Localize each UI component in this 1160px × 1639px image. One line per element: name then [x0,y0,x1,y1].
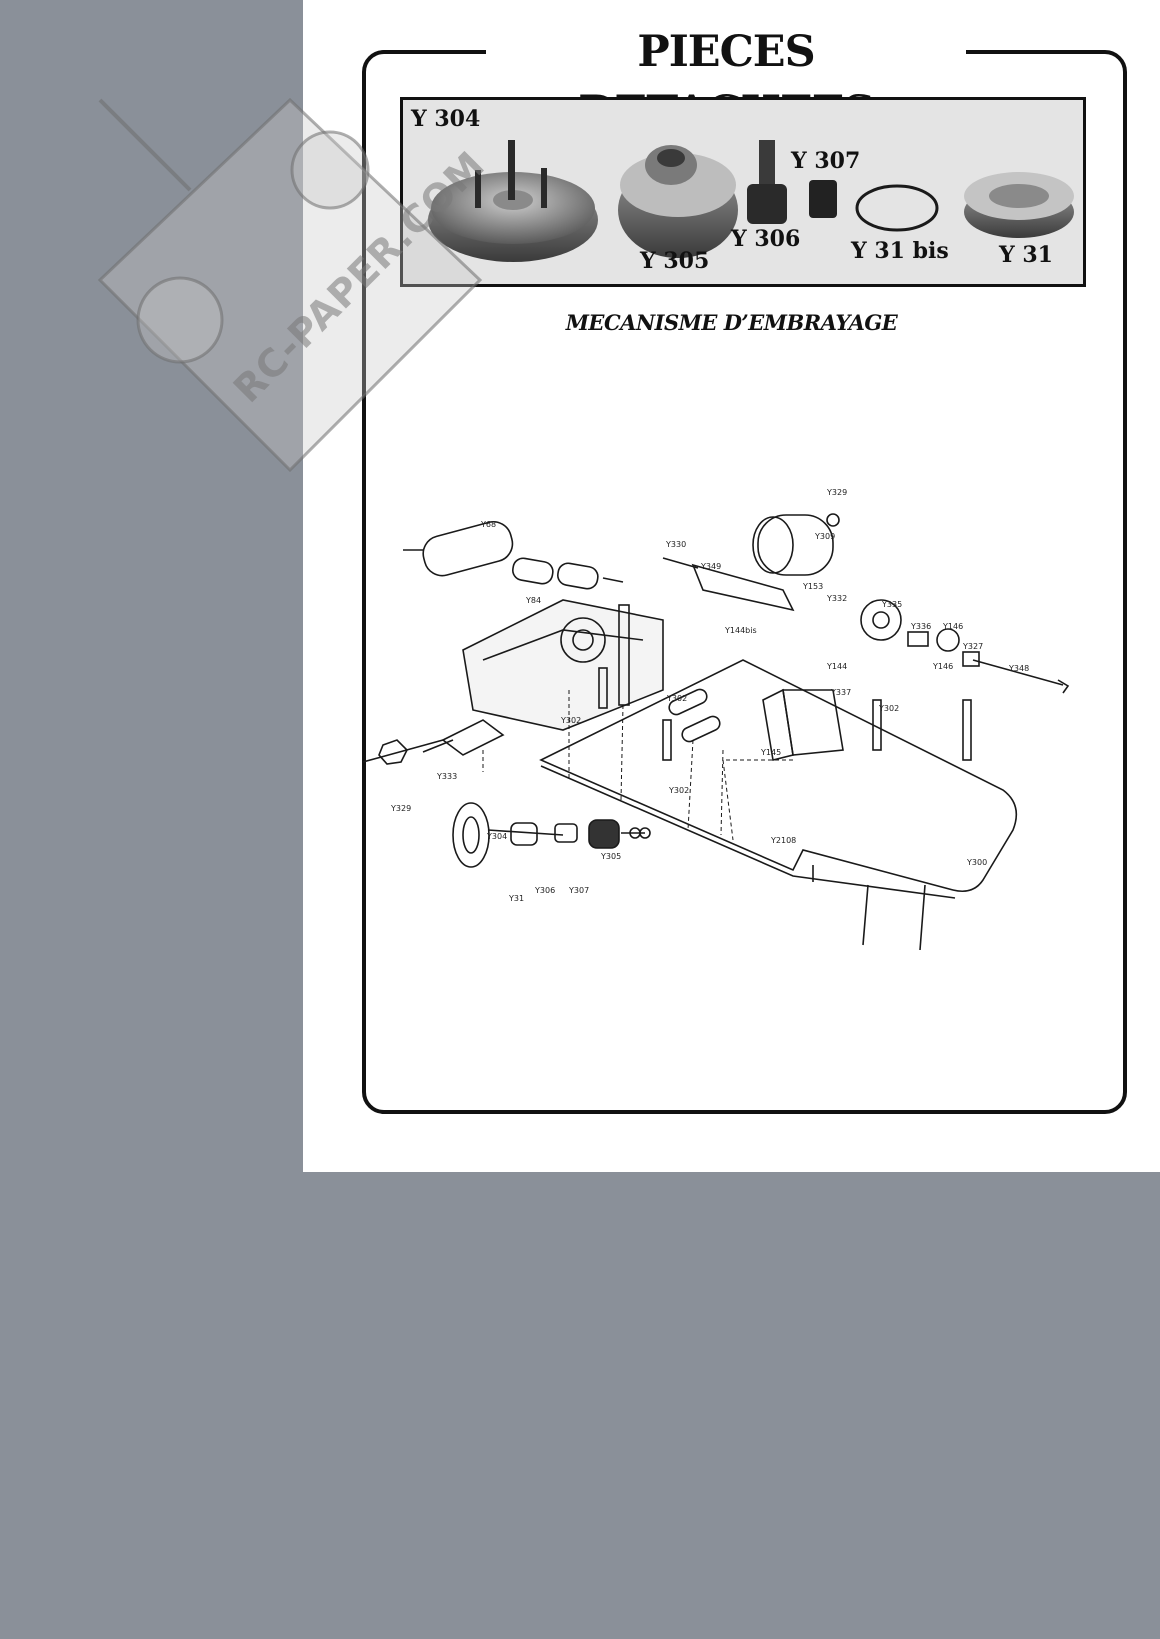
exploded-chassis-diagram: Y329 Y309 Y68 Y330 Y349 Y153 Y332 Y335 Y… [362,488,1103,1015]
callout-y145: Y145 [761,748,782,757]
label-y307: Y 307 [791,148,861,174]
callout-y329-bottom: Y329 [391,804,412,813]
callout-y329-top: Y329 [827,488,848,497]
label-y31: Y 31 [999,242,1053,268]
callout-y305-small: Y305 [601,852,622,861]
callout-y336: Y336 [911,622,932,631]
document-page: PIECES DETACHEES [303,0,1160,1172]
bushing-part [809,180,837,218]
clutch-bell-part [618,145,738,258]
clutch-shoe-part [964,172,1074,238]
callout-y146-a: Y146 [943,622,964,631]
callout-y153: Y153 [803,582,824,591]
callout-y348: Y348 [1009,664,1030,673]
callout-y337: Y337 [831,688,852,697]
page-title: PIECES DETACHEES [486,22,966,137]
callout-y302-c: Y302 [561,716,582,725]
callout-y307-small: Y307 [569,886,590,895]
callout-y144bis: Y144bis [725,626,757,635]
callout-y2108: Y2108 [771,836,797,845]
flywheel-part [428,140,598,262]
label-y31bis: Y 31 bis [851,238,949,264]
callout-y302-a: Y302 [667,694,688,703]
callout-y68: Y68 [481,520,497,529]
label-y304: Y 304 [411,106,481,132]
section-subtitle: MECANISME D’EMBRAYAGE [565,310,898,335]
callout-y304-small: Y304 [487,832,508,841]
callout-y327: Y327 [963,642,984,651]
callout-y31-small: Y31 [509,894,525,903]
callout-y309: Y309 [815,532,836,541]
o-ring-part [855,184,939,232]
callout-y335: Y335 [882,600,903,609]
callout-y144: Y144 [827,662,848,671]
label-y305: Y 305 [640,248,710,274]
callout-y302-b: Y302 [879,704,900,713]
parts-photo-illustration [428,140,1074,262]
callout-y84: Y84 [526,596,542,605]
callout-y349: Y349 [701,562,722,571]
callout-y332: Y332 [827,594,848,603]
label-y306: Y 306 [731,226,801,252]
callout-y333: Y333 [437,772,458,781]
callout-y302-d: Y302 [669,786,690,795]
callout-y300: Y300 [967,858,988,867]
shaft-part [747,140,787,224]
callout-y146-b: Y146 [933,662,954,671]
callout-y306-small: Y306 [535,886,556,895]
callout-y330: Y330 [666,540,687,549]
chassis-line-drawing [362,513,1070,951]
parts-photo-panel: Y 304 Y 305 Y 306 Y 307 Y 31 bis Y 31 [400,97,1086,287]
